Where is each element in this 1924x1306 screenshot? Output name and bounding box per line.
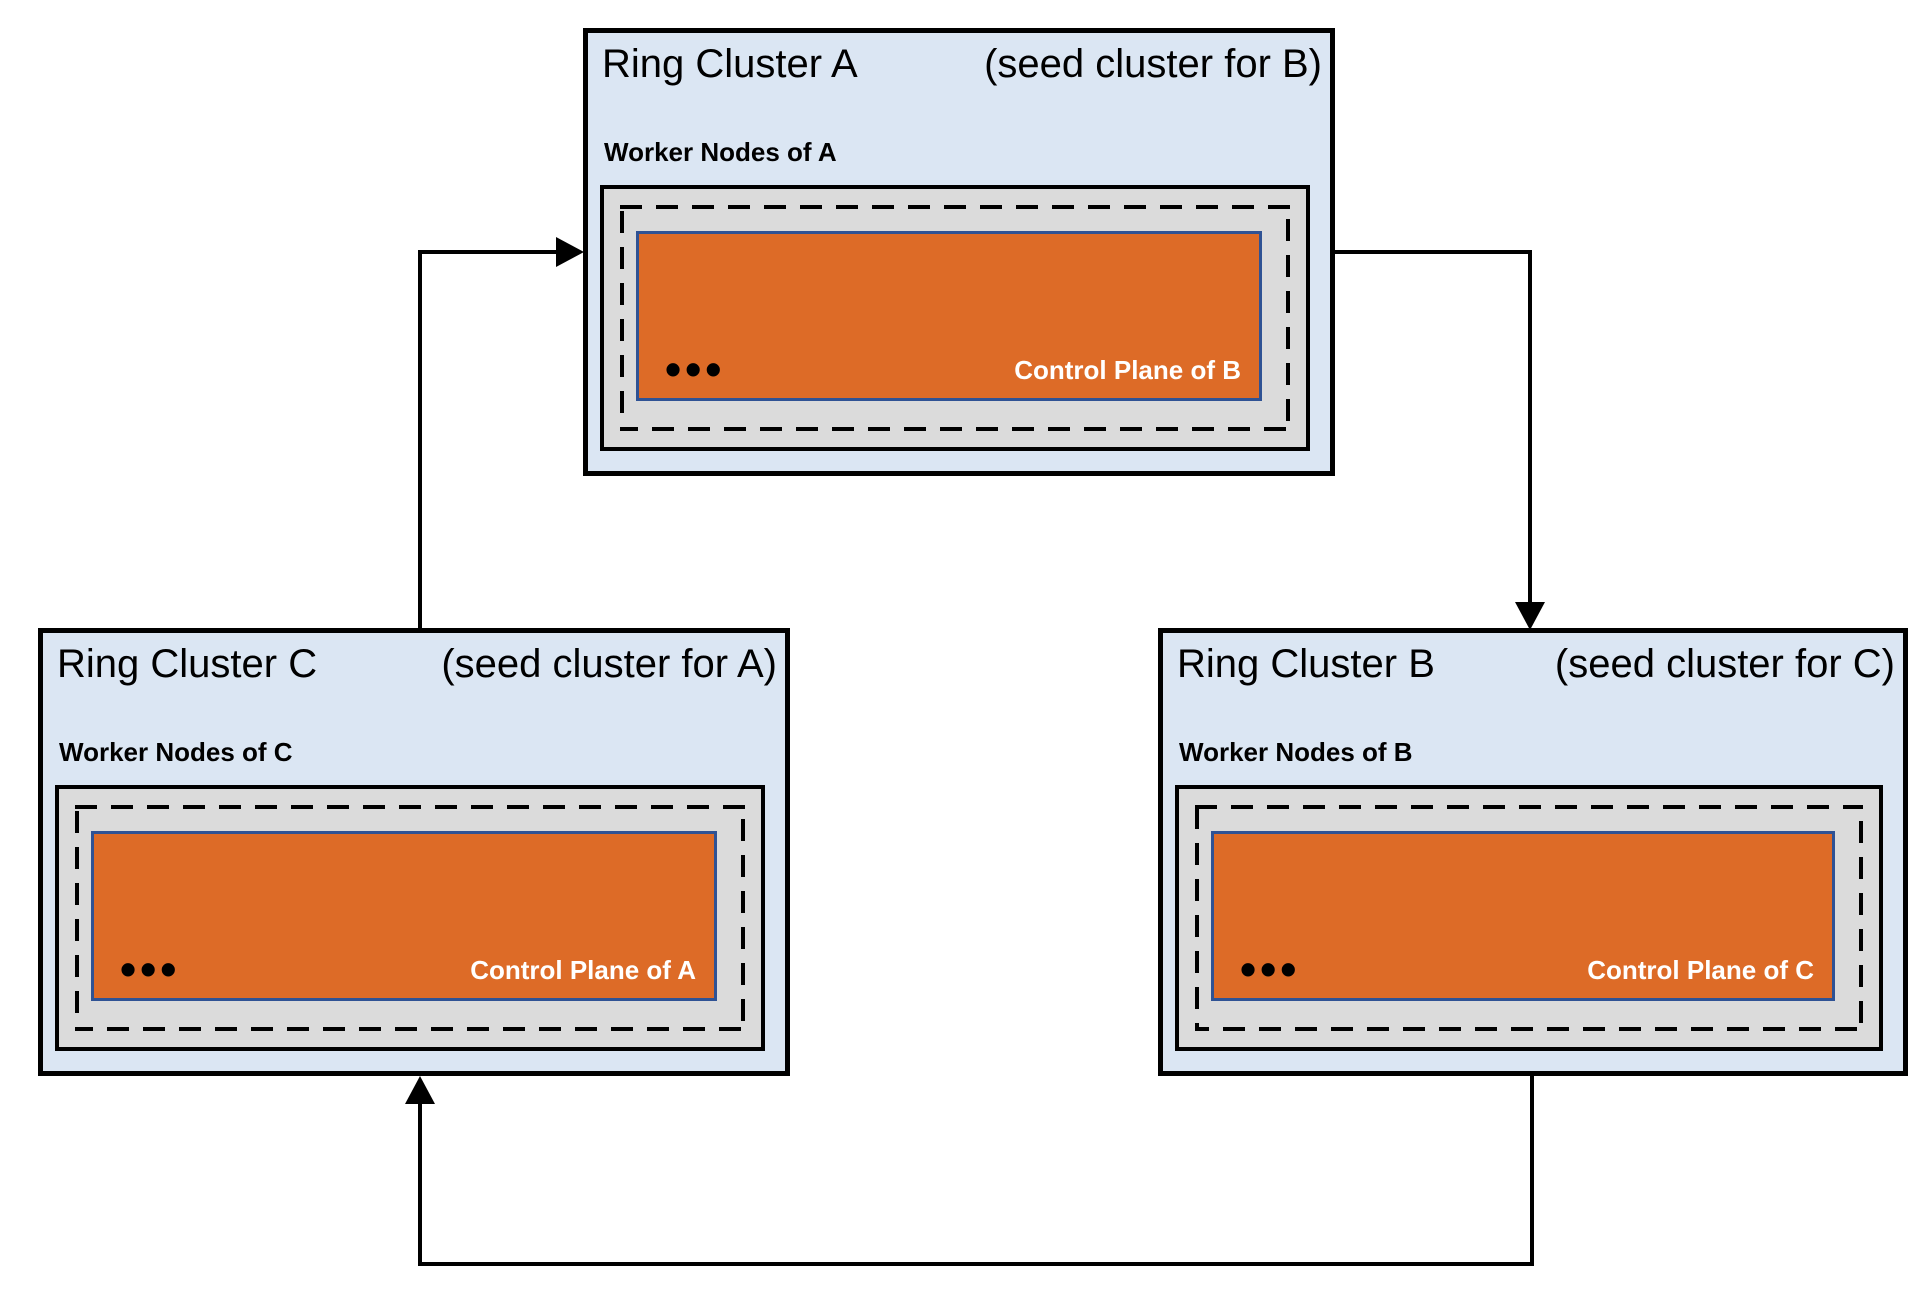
cluster-c-worker-nodes-box: ••• Control Plane of A — [55, 785, 765, 1051]
cluster-b: Ring Cluster B (seed cluster for C) Work… — [1158, 628, 1908, 1076]
ellipsis-dots: ••• — [665, 343, 726, 395]
cluster-b-control-plane-label: Control Plane of C — [1587, 955, 1814, 985]
arrow-b-to-c-line — [418, 1074, 1534, 1266]
ellipsis-dots: ••• — [1240, 943, 1301, 995]
arrow-c-to-a-line — [418, 250, 556, 630]
cluster-c-control-plane-box: ••• Control Plane of A — [91, 831, 717, 1001]
arrow-a-to-b-head — [1515, 602, 1545, 630]
cluster-b-worker-nodes-label: Worker Nodes of B — [1179, 737, 1413, 767]
cluster-c-seed-note: (seed cluster for A) — [441, 642, 777, 686]
cluster-c: Ring Cluster C (seed cluster for A) Work… — [38, 628, 790, 1076]
cluster-a-seed-note: (seed cluster for B) — [984, 42, 1322, 86]
cluster-a: Ring Cluster A (seed cluster for B) Work… — [583, 28, 1335, 476]
cluster-b-worker-nodes-box: ••• Control Plane of C — [1175, 785, 1883, 1051]
ellipsis-dots: ••• — [120, 943, 181, 995]
arrow-a-to-b-line — [1333, 250, 1532, 602]
cluster-c-worker-nodes-label: Worker Nodes of C — [59, 737, 293, 767]
cluster-b-title-row: Ring Cluster B (seed cluster for C) — [1177, 641, 1895, 687]
arrow-b-to-c-head — [405, 1076, 435, 1104]
cluster-b-control-plane-box: ••• Control Plane of C — [1211, 831, 1835, 1001]
cluster-c-title-row: Ring Cluster C (seed cluster for A) — [57, 641, 777, 687]
arrow-c-to-a-head — [556, 237, 584, 267]
cluster-a-control-plane-box: ••• Control Plane of B — [636, 231, 1262, 401]
cluster-a-control-plane-label: Control Plane of B — [1014, 355, 1241, 385]
cluster-a-worker-nodes-label: Worker Nodes of A — [604, 137, 837, 167]
cluster-c-title: Ring Cluster C — [57, 642, 318, 686]
cluster-c-control-plane-label: Control Plane of A — [470, 955, 696, 985]
cluster-a-worker-nodes-box: ••• Control Plane of B — [600, 185, 1310, 451]
cluster-a-title: Ring Cluster A — [602, 42, 858, 86]
cluster-b-title: Ring Cluster B — [1177, 642, 1435, 686]
cluster-a-title-row: Ring Cluster A (seed cluster for B) — [602, 41, 1322, 87]
cluster-b-seed-note: (seed cluster for C) — [1554, 642, 1895, 686]
